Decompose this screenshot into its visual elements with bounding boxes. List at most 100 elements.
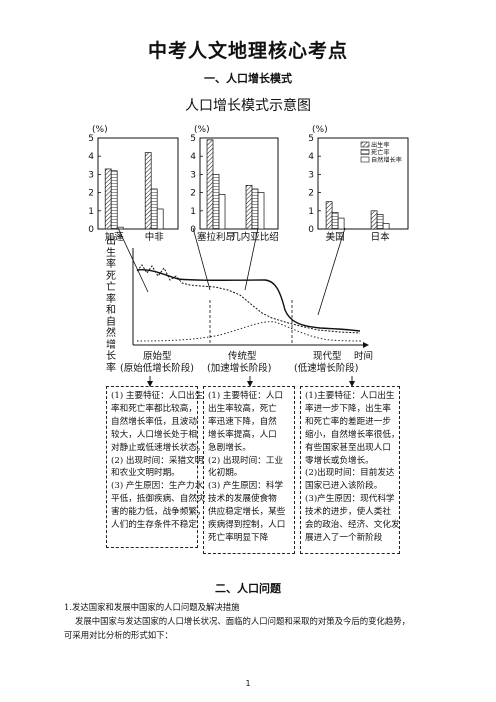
y-tick-label: 0	[308, 225, 314, 235]
bar	[156, 208, 164, 230]
stage-desc-3: (低速增长阶段)	[294, 363, 359, 374]
y-tick-label: 2	[88, 189, 94, 199]
curve-x-label: 时间	[354, 351, 374, 362]
box-line: 和农业文明时期。	[111, 468, 180, 479]
box-line: 缩小，自然增长率很低，	[305, 429, 400, 440]
category-label: 加蓬	[105, 231, 125, 243]
connector-arrow-2	[247, 381, 253, 387]
section-heading-population-problems: 二、人口问题	[215, 582, 281, 595]
unit-label: (%)	[312, 125, 328, 135]
bar	[218, 194, 226, 230]
y-tick-label: 3	[88, 170, 94, 180]
box-line: (1) 主要特征：人口	[208, 391, 284, 401]
y-tick-label: 4	[190, 152, 196, 162]
chart-frame	[97, 137, 179, 230]
pointer-line-mid-right	[244, 227, 259, 291]
box-line: 有些国家甚至出现人口	[305, 442, 391, 453]
curve-y-label: 出生率死亡率和自然增长率	[106, 236, 116, 374]
box-line: 和死亡率的差距进一步	[305, 416, 391, 427]
pointer-line-mid-left	[192, 227, 211, 291]
stage-desc-1: (原始低增长阶段)	[120, 363, 194, 374]
y-tick-label: 2	[308, 189, 314, 199]
legend-swatch	[360, 156, 370, 163]
chart-frame	[199, 137, 279, 230]
legend-label: 自然增长率	[371, 156, 402, 164]
box-line: 展进入了一个新阶段	[305, 532, 383, 543]
stage-label-2: 传统型	[228, 351, 257, 362]
curve-x-arrow	[363, 342, 369, 348]
stage-box-primitive: (1) 主要特征：人口出生 率和死亡率都比较高， 自然增长率低，且波动 较大，人…	[106, 386, 206, 548]
y-tick-label: 1	[190, 207, 196, 217]
y-tick-label: 0	[88, 225, 94, 235]
death-rate-curve	[136, 264, 361, 334]
item-1-heading: 1.发达国家和发展中国家的人口问题及解决措施	[64, 602, 240, 612]
y-tick-label: 1	[308, 207, 314, 217]
box-line: 技术的进步，使人类社	[305, 507, 391, 518]
box-line: 出生率较高，死亡	[208, 403, 277, 414]
category-label: 美国	[326, 231, 345, 243]
section-heading-growth-model: 一、人口增长模式	[204, 72, 292, 85]
box-line: 率进一步下降，出生率	[305, 403, 391, 414]
box-line: 平低，抵御疾病、自然灾	[111, 494, 206, 505]
box-line: 率迅速下降，自然	[208, 416, 277, 427]
unit-label: (%)	[194, 125, 210, 135]
box-line: (1) 主要特征：人口出生	[111, 391, 204, 401]
paragraph-line-2: 可采用对比分析的形式如下：	[64, 630, 173, 640]
y-tick-label: 5	[308, 134, 314, 144]
category-label: 塞拉利昂	[197, 231, 235, 243]
box-line: 供应稳定增长，某些	[208, 507, 286, 518]
box-line: 自然增长率低，且波动	[111, 416, 197, 427]
y-tick-label: 2	[190, 189, 196, 199]
y-tick-label: 5	[190, 134, 196, 144]
stage-box-traditional: (1) 主要特征：人口 出生率较高，死亡 率迅速下降，自然 增长率提高，人口 急…	[203, 386, 295, 554]
box-line: (3)产生原因：现代科学	[305, 494, 395, 505]
category-label: 中非	[145, 231, 165, 243]
legend-label: 死亡率	[371, 149, 390, 157]
box-line: 国家已进入该阶段。	[305, 481, 383, 492]
figure-title: 人口增长模式示意图	[185, 98, 311, 114]
y-tick-label: 3	[308, 170, 314, 180]
box-line: 技术的发展使食物	[208, 494, 277, 505]
box-line: 害的能力低，战争频繁，	[111, 507, 206, 518]
box-line: 死亡率明显下降	[208, 532, 269, 543]
box-line: 对静止或低速增长状态。	[111, 442, 206, 453]
connector-arrow-3	[349, 381, 355, 387]
paragraph-line-1: 发展中国家与发达国家的人口增长状况、面临的人口问题和采取的对策及今后的变化趋势，	[75, 616, 410, 626]
category-label: 几内亚比绍	[231, 231, 279, 243]
box-line: 零增长或负增长。	[305, 455, 374, 466]
bar	[382, 223, 390, 230]
box-line: 较大，人口增长处于相	[111, 429, 197, 440]
page-title: 中考人文地理核心考点	[147, 40, 348, 62]
pointer-line-left	[117, 227, 149, 293]
bar	[116, 226, 124, 230]
box-line: (3) 产生原因：生产力水	[111, 481, 204, 492]
box-line: 人们的生存条件不稳定	[111, 520, 197, 531]
box-line: 疾病得到控制，人口	[208, 520, 286, 531]
legend-swatch	[360, 149, 370, 155]
box-line: 增长率提高，人口	[208, 429, 277, 440]
y-tick-label: 1	[88, 207, 94, 217]
y-tick-label: 3	[190, 170, 196, 180]
box-line: 率和死亡率都比较高，	[111, 403, 197, 414]
box-line: 化初期。	[208, 468, 243, 479]
legend-label: 出生率	[371, 141, 390, 149]
legend-swatch	[360, 141, 370, 148]
connector-arrow-1	[147, 381, 153, 387]
bar	[376, 214, 384, 230]
box-line: (2)出现时间：目前发达	[305, 468, 395, 479]
box-line: (2) 出现时间：采猎文明	[111, 455, 204, 466]
unit-label: (%)	[92, 125, 108, 135]
birth-rate-curve	[136, 268, 361, 332]
stage-desc-2: (加速增长阶段)	[207, 363, 272, 374]
natural-growth-curve	[136, 321, 363, 342]
bar	[257, 192, 265, 230]
box-line: (2) 出现时间：工业	[208, 455, 284, 466]
stage-label-3: 现代型	[313, 351, 342, 362]
bar	[110, 170, 118, 230]
page-number: 1	[245, 679, 251, 688]
y-tick-label: 4	[88, 152, 94, 162]
chart-frame	[317, 137, 409, 230]
category-label: 日本	[371, 231, 391, 243]
